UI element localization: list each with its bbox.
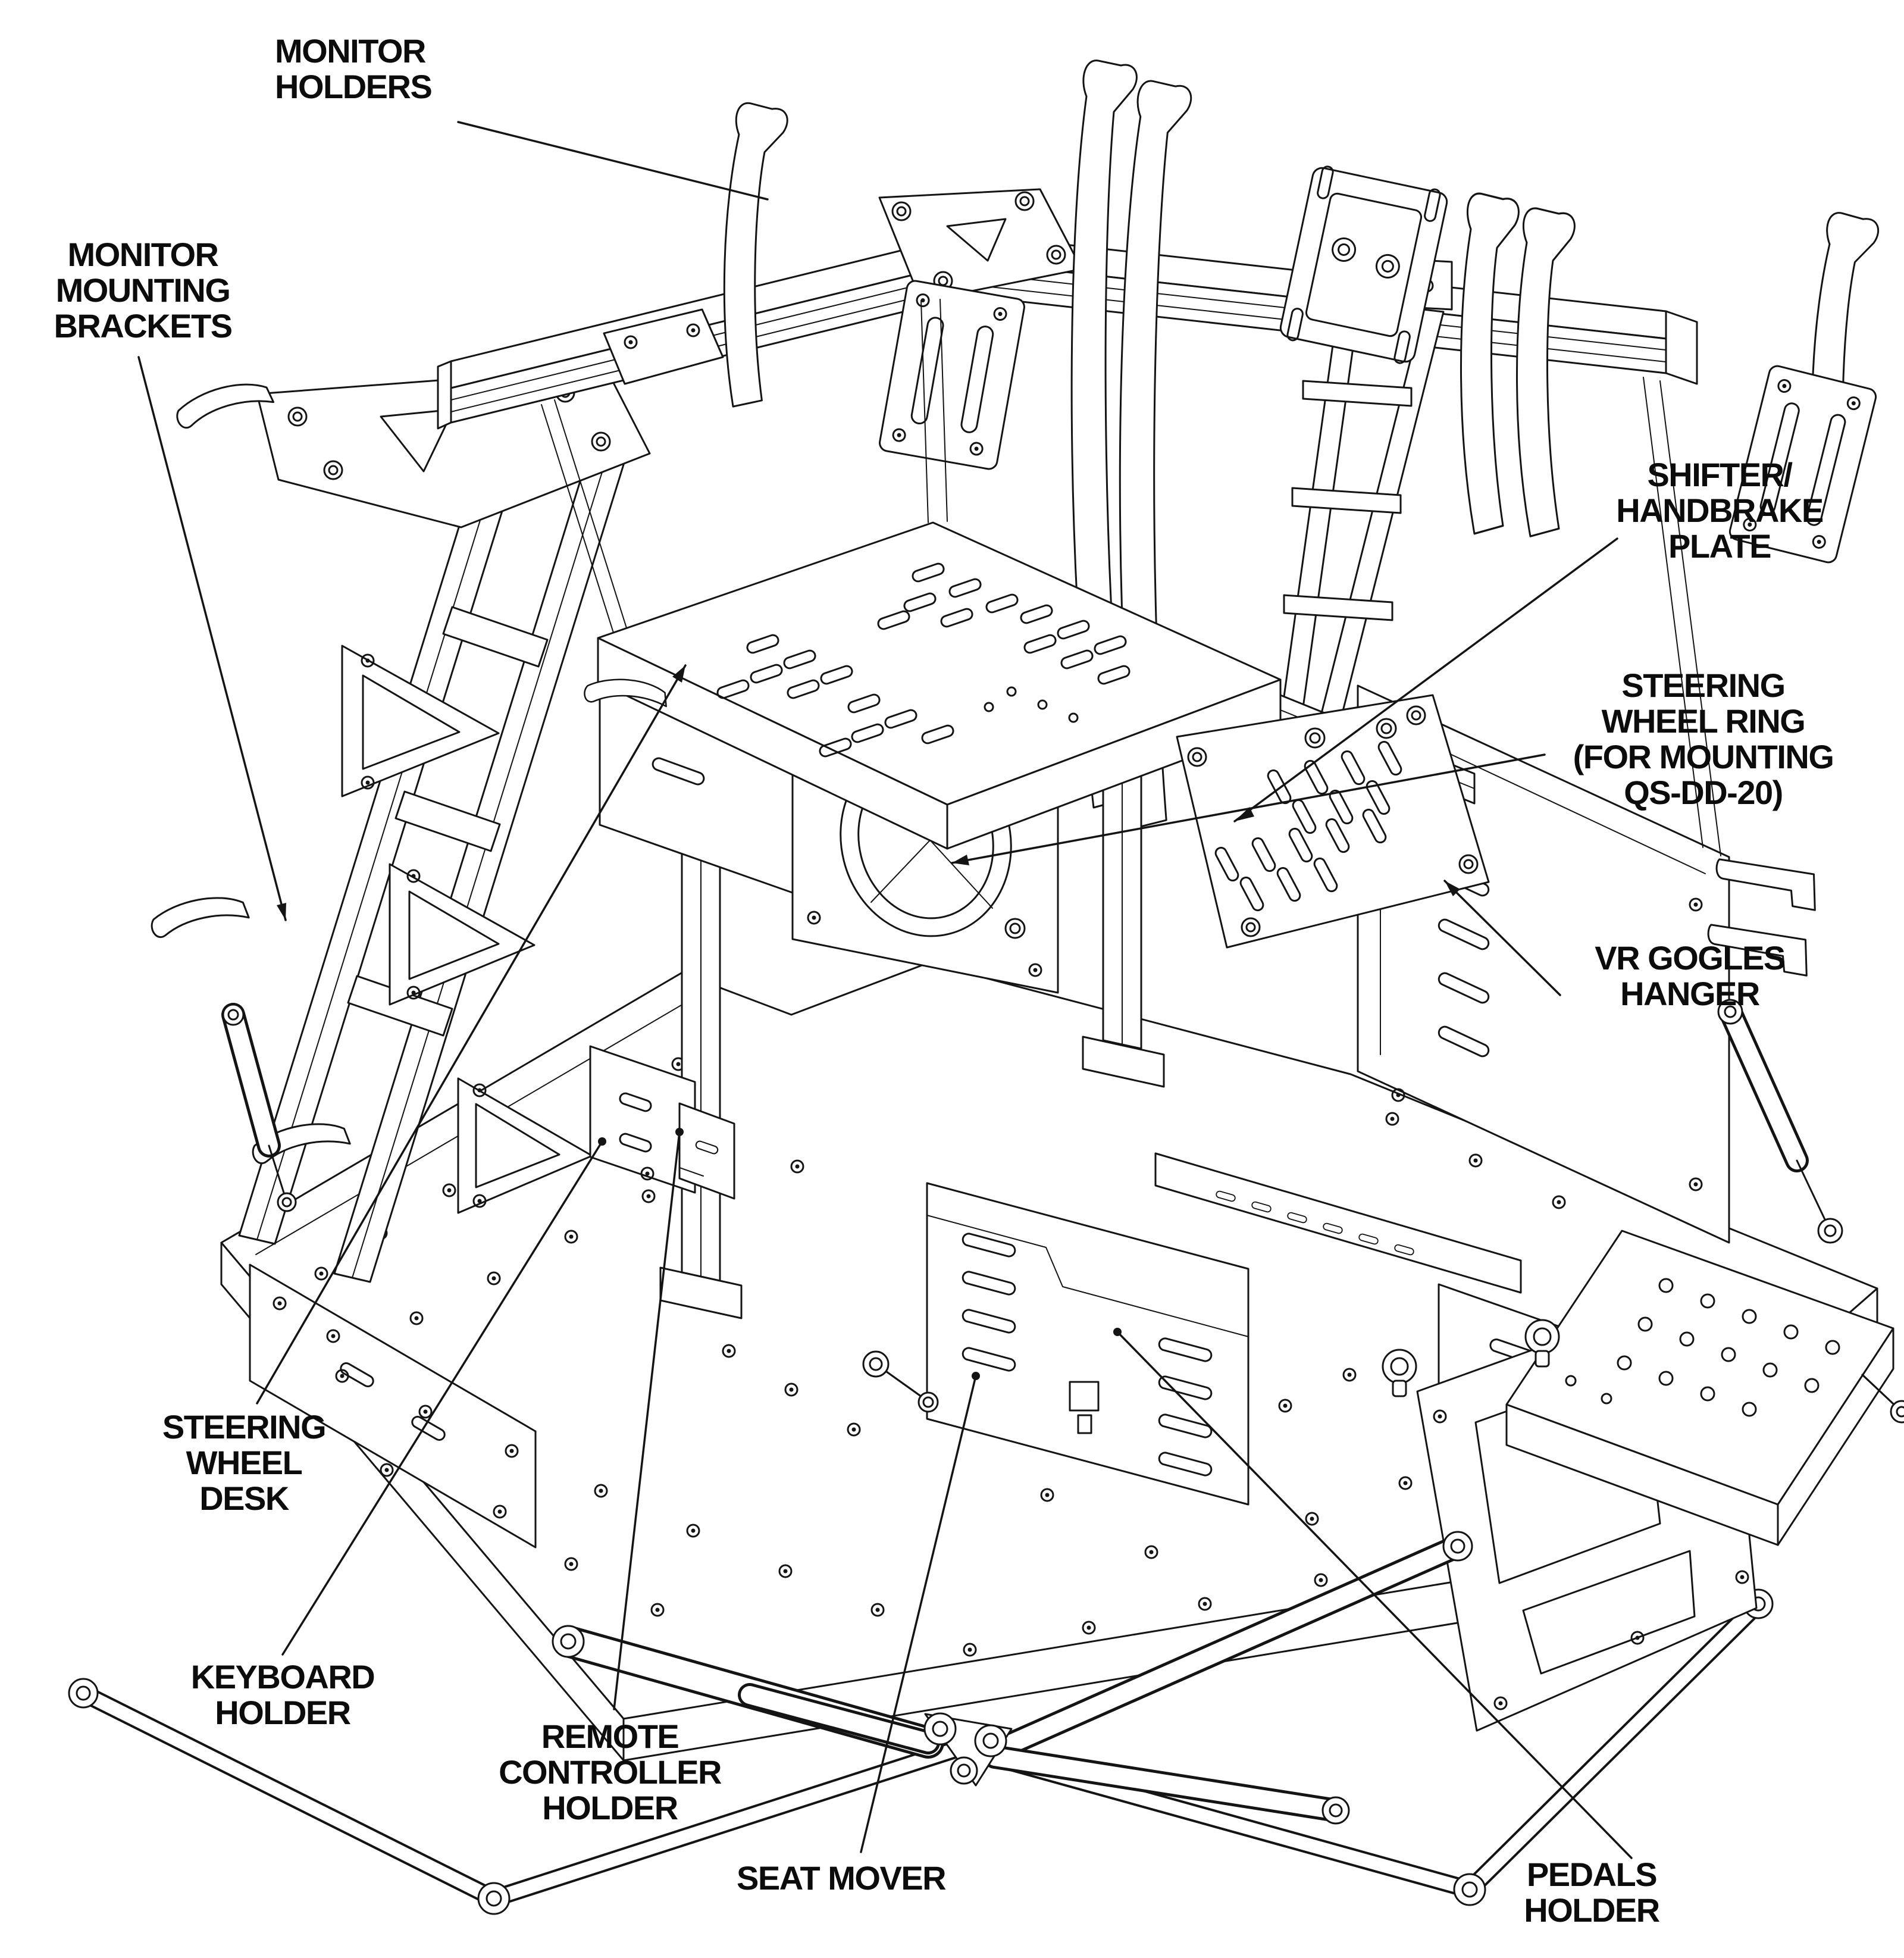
leader-steering-wheel-ring xyxy=(951,753,1546,864)
label-keyboard-holder: KEYBOARD HOLDER xyxy=(190,1658,375,1731)
left-tower xyxy=(149,367,651,1283)
leader-shifter-plate xyxy=(1233,537,1618,822)
pedals-part xyxy=(1382,1230,1904,1732)
shifter-part xyxy=(1176,694,1490,949)
bottom-frame xyxy=(68,1588,1774,1915)
leader-seat-mover xyxy=(860,1375,977,1853)
leader-remote-holder xyxy=(613,1131,681,1710)
label-vr-gogles-hanger: VR GOGLES HANGER xyxy=(1595,939,1786,1012)
label-steering-wheel-desk: STEERING WHEEL DESK xyxy=(162,1408,327,1517)
label-seat-mover: SEAT MOVER xyxy=(737,1859,947,1897)
leader-vr-hanger xyxy=(1443,880,1561,996)
keyboard-holder-part xyxy=(589,1045,696,1194)
leader-steering-desk xyxy=(256,664,687,1405)
leader-lines xyxy=(137,121,1633,1859)
label-pedals-holder: PEDALS HOLDER xyxy=(1524,1856,1660,1929)
leader-monitor-holders xyxy=(457,121,769,201)
leader-monitor-mounting-brackets xyxy=(137,356,287,921)
label-steering-wheel-ring: STEERING WHEEL RING (FOR MOUNTING QS-DD-… xyxy=(1573,667,1834,811)
label-monitor-mounting-brackets: MONITOR MOUNTING BRACKETS xyxy=(54,236,233,345)
leader-keyboard-holder xyxy=(281,1140,603,1656)
label-shifter-handbrake-plate: SHIFTER/ HANDBRAKE PLATE xyxy=(1616,456,1824,565)
remote-holder-part xyxy=(678,1102,735,1200)
seat-actuators xyxy=(552,1531,1473,1825)
gas-spring xyxy=(1717,999,1843,1244)
label-remote-controller-holder: REMOTE CONTROLLER HOLDER xyxy=(499,1718,722,1826)
label-monitor-holders: MONITOR HOLDERS xyxy=(275,32,433,105)
leader-pedals-holder xyxy=(1116,1331,1633,1859)
monitor-brackets-part xyxy=(879,164,1877,564)
